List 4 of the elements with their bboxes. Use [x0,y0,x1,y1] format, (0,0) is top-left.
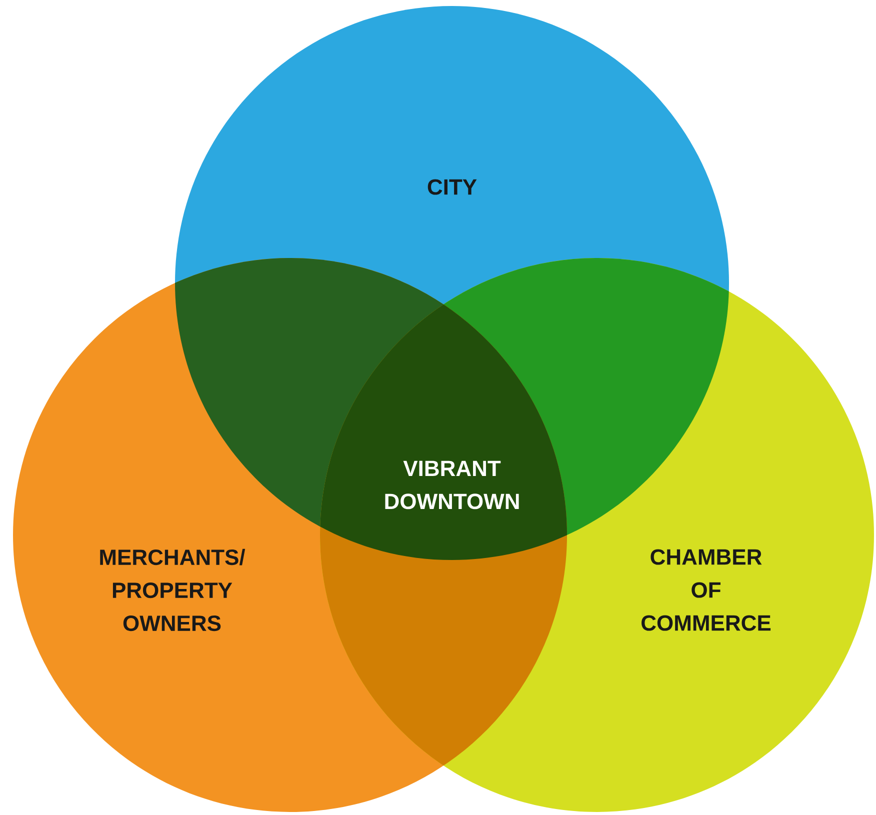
venn-label: VIBRANT DOWNTOWN [385,460,519,510]
venn-label: CHAMBER OF COMMERCE [642,549,771,631]
venn-label: CITY [428,179,477,195]
venn-label: MERCHANTS/ PROPERTY OWNERS [100,548,246,632]
